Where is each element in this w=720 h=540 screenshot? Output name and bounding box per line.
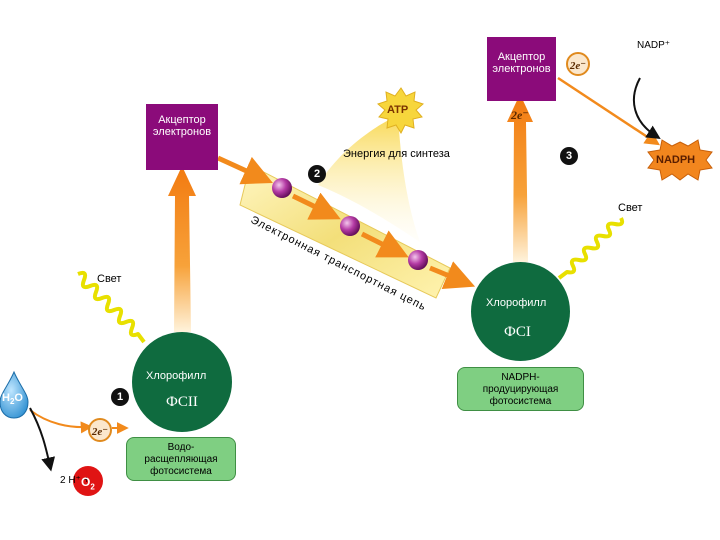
acceptor-left-line1: Акцептор [158,114,206,126]
ps2-chlorophyll-label: Хлорофилл [146,370,207,382]
nadph-burst [647,139,713,181]
ps2-description-box: Водо- расщепляющая фотосистема [126,437,236,481]
etc-arrow-4 [429,261,476,290]
step-2-badge: 2 [308,165,326,183]
step-3-badge: 3 [560,147,578,165]
electron-carrier-1 [272,178,292,198]
electron-pair-left: 2e⁻ [88,418,112,442]
ps2-excitation-arrow [168,166,196,332]
ps1-desc-line2: продуцирующая [482,384,559,395]
etc-arrow-1 [216,155,273,185]
light-right-label: Свет [618,202,643,214]
acceptor-right-line1: Акцептор [497,51,546,63]
atp-label: ATP [387,104,409,116]
chlorophyll-ps1 [471,262,570,361]
atp-burst [377,87,424,135]
light-wave-right [557,217,625,280]
ps1-excitation-arrow [507,94,533,262]
light-wave-left [77,270,146,344]
nadp-plus-label: NADP⁺ [637,40,671,51]
electron-pair-mid: 2e⁻ [511,108,529,122]
ps2-desc-line1: Водо- [167,442,195,453]
synthesis-energy-label: Энергия для синтеза [343,148,450,160]
ps2-desc-line2: расщепляющая [144,454,218,465]
water-h: H [2,392,10,404]
ps1-desc-line1: NADPH- [501,372,540,383]
nadph-label: NADPH [656,154,696,166]
ps1-desc-line3: фотосистема [489,396,552,407]
water-products-arrow [29,407,56,472]
water-electron-arrow [29,409,93,434]
etc-arrow-3 [360,230,409,258]
etc-arrow-2 [291,192,341,220]
ps1-chlorophyll-label: Хлорофилл [486,297,547,309]
electron-carrier-2 [340,216,360,236]
acceptor-left-line2: электронов [152,126,212,138]
nadph-reduction-arrow [557,76,661,146]
oxygen-sub: 2 [90,482,95,492]
energy-cone [318,115,420,242]
oxygen-ball [73,466,103,496]
ps2-desc-line3: фотосистема [150,466,212,477]
oxygen-o: O [81,475,91,489]
water-label: H2O [2,392,23,406]
ps1-description-box: NADPH- продуцирующая фотосистема [457,367,584,411]
light-left-label: Свет [97,273,122,285]
electron-pair-right: 2e⁻ [566,52,590,76]
water-o: O [14,392,23,404]
chlorophyll-ps2 [132,332,232,432]
nadp-to-nadph-arrow [632,77,661,140]
ps1-code-label: ФСI [504,324,531,340]
electron-carrier-3 [408,250,428,270]
acceptor-box-right: Акцептор электронов [487,37,556,101]
products-label: 2 H⁺ + [60,475,90,486]
step-1-badge: 1 [111,388,129,406]
water-sub: 2 [9,397,15,407]
water-drop [0,370,29,419]
oxygen-label: O2 [81,475,95,491]
acceptor-box-left: Акцептор электронов [146,104,218,170]
ps2-code-label: ФСII [166,394,198,410]
acceptor-right-line2: электронов [492,63,551,75]
